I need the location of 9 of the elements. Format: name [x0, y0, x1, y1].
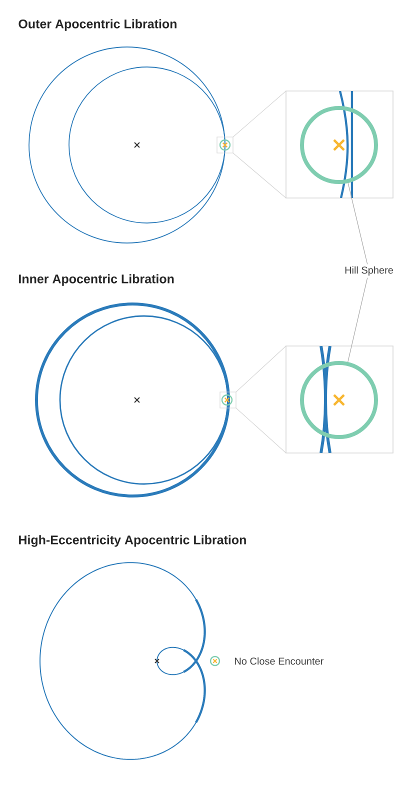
- panel-heading: High-Eccentricity Apocentric Libration: [19, 535, 246, 547]
- leader-line: [348, 278, 368, 362]
- panel-heading: Outer Apocentric Libration: [18, 19, 176, 31]
- hill-sphere-circle: [300, 106, 378, 184]
- leader-line: [348, 182, 368, 264]
- callout-label: Hill Sphere: [345, 266, 393, 276]
- annotation-text: No Close Encounter: [235, 657, 324, 665]
- panel-heading: Inner Apocentric Libration: [19, 274, 174, 286]
- hill-sphere-circle: [300, 361, 378, 439]
